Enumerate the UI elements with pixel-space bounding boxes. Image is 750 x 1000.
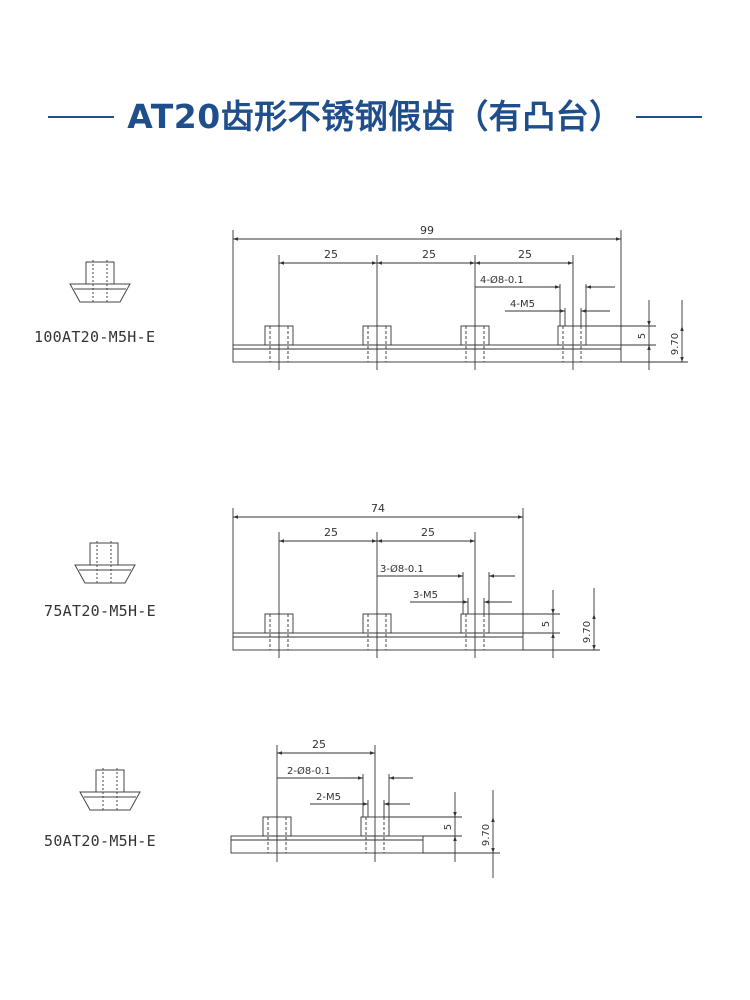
profile-icon-75: [74, 541, 136, 584]
dim-pitch-75-1: 25: [324, 526, 338, 539]
dim-boss-height-75: 5: [541, 621, 552, 627]
dim-total-height-100: 9.70: [670, 333, 681, 355]
drawing-50: [230, 745, 500, 878]
model-label-100: 100AT20-M5H-E: [34, 328, 156, 346]
dim-boss-height-100: 5: [637, 333, 648, 339]
dim-hole-spec-50: 2-Ø8-0.1: [287, 765, 331, 777]
dim-thread-spec-75: 3-M5: [413, 590, 438, 601]
dim-pitch-100-1: 25: [324, 248, 338, 261]
dimension-texts: 99 25 25 25 4-Ø8-0.1 4-M5 5 9.70 74 25 2…: [287, 224, 681, 846]
dim-thread-spec-50: 2-M5: [316, 792, 341, 803]
dim-hole-spec-75: 3-Ø8-0.1: [380, 563, 424, 575]
dim-pitch-100-3: 25: [518, 248, 532, 261]
dim-total-length-100: 99: [420, 224, 434, 237]
drawing-75: [232, 508, 600, 658]
model-label-50: 50AT20-M5H-E: [44, 832, 156, 850]
dim-boss-height-50: 5: [443, 824, 454, 830]
drawing-100: [232, 230, 688, 370]
title-decor-line-left: [48, 116, 114, 118]
title-decor-line-right: [636, 116, 702, 118]
model-label-75: 75AT20-M5H-E: [44, 602, 156, 620]
title-row: AT20齿形不锈钢假齿（有凸台）: [0, 92, 750, 142]
dim-thread-spec-100: 4-M5: [510, 299, 535, 310]
dim-pitch-75-2: 25: [421, 526, 435, 539]
page-title: AT20齿形不锈钢假齿（有凸台）: [127, 97, 623, 136]
dim-pitch-100-2: 25: [422, 248, 436, 261]
profile-icon-100: [69, 260, 131, 303]
dim-total-height-75: 9.70: [582, 621, 593, 643]
dim-hole-spec-100: 4-Ø8-0.1: [480, 274, 524, 286]
dim-total-height-50: 9.70: [481, 824, 492, 846]
dim-pitch-50-1: 25: [312, 738, 326, 751]
profile-icon-50: [79, 768, 141, 811]
dim-total-length-75: 74: [371, 502, 385, 515]
